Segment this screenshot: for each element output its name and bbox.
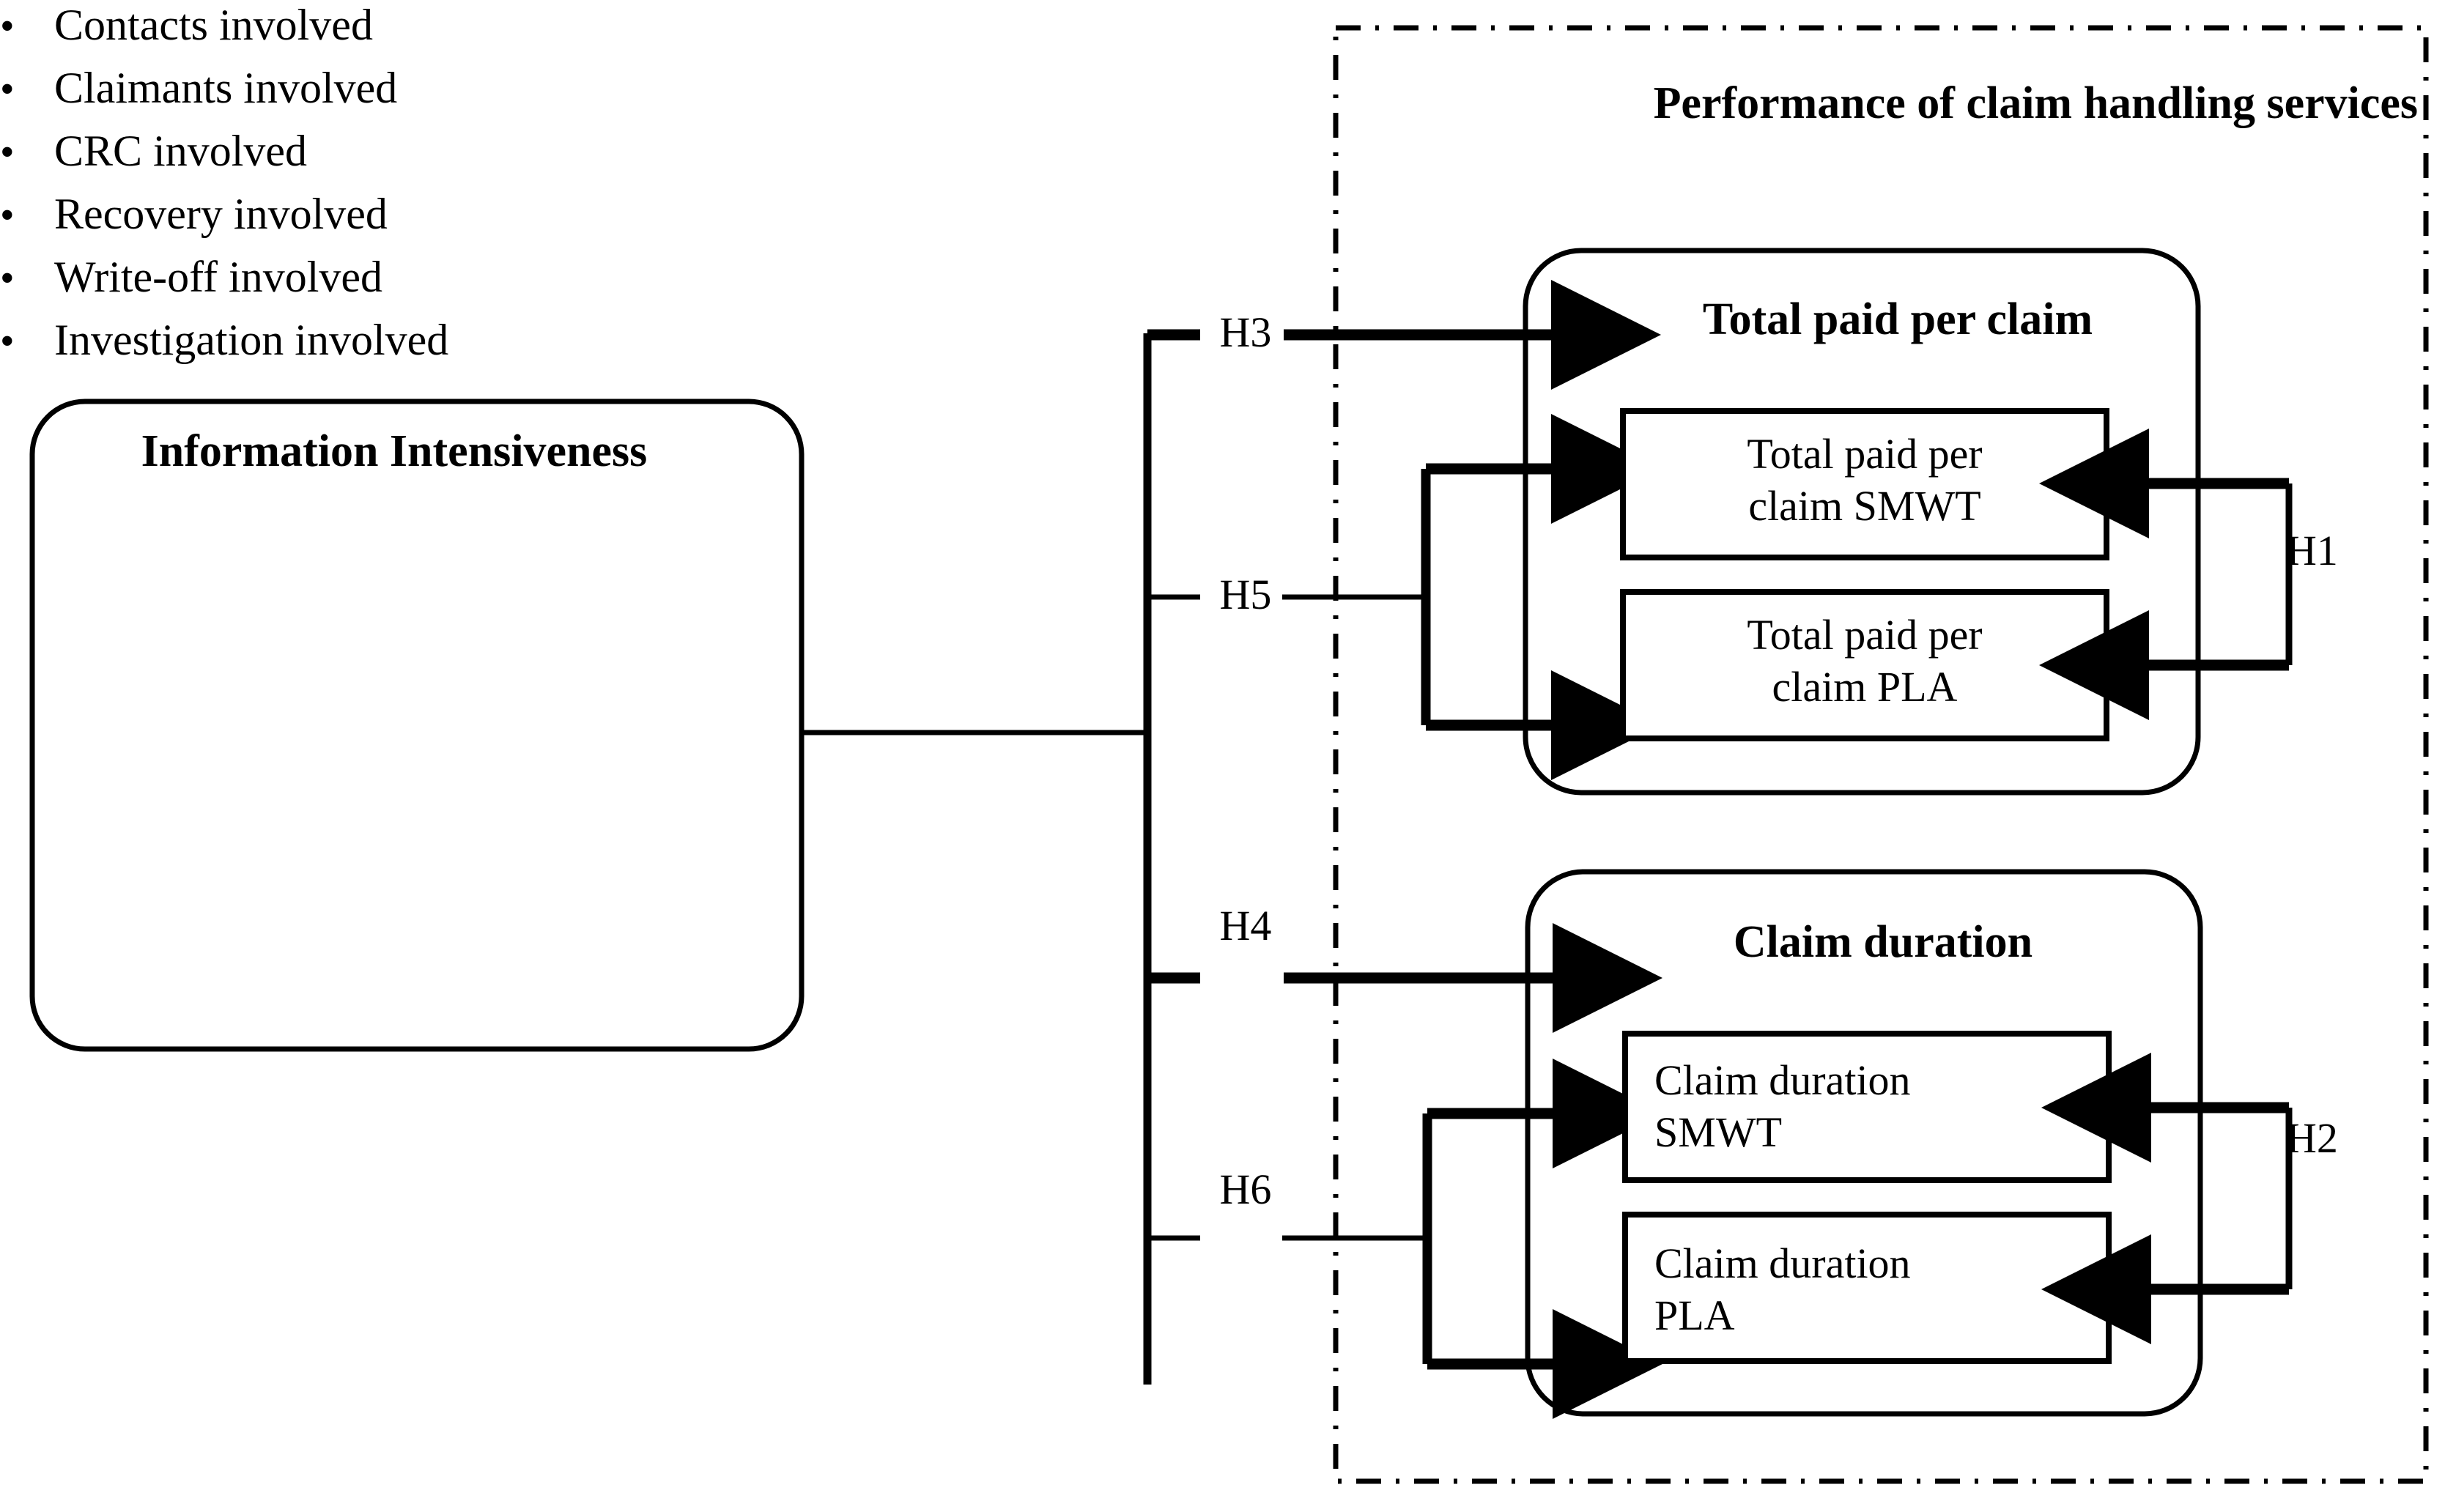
list-item-label: Contacts involved <box>54 1 373 49</box>
list-item-label: CRC involved <box>54 127 308 175</box>
information-intensiveness-list: • Contacts involved • Claimants involved… <box>0 0 645 378</box>
claim-duration-heading: Claim duration <box>1733 917 2033 967</box>
indicator-line-2: claim PLA <box>1772 662 1958 711</box>
list-item: • Claimants involved <box>0 63 645 126</box>
bullet-icon: • <box>0 67 15 112</box>
indicator-line-2: PLA <box>1654 1291 1735 1339</box>
hypothesis-label-h1: H1 <box>2286 527 2338 574</box>
list-item-label: Investigation involved <box>54 316 449 364</box>
indicator-line-1: Total paid per <box>1747 430 1983 478</box>
indicator-line-1: Claim duration <box>1654 1239 1911 1287</box>
list-item: • CRC involved <box>0 126 645 189</box>
indicator-label-total-paid-pla: Total paid per claim PLA <box>1638 609 2092 714</box>
indicator-line-2: SMWT <box>1654 1108 1782 1156</box>
bullet-icon: • <box>0 193 15 238</box>
hypothesis-label-h4: H4 <box>1219 902 1272 949</box>
hypothesis-label-h3: H3 <box>1219 308 1272 356</box>
indicator-label-total-paid-smwt: Total paid per claim SMWT <box>1638 429 2092 533</box>
hypothesis-label-h5: H5 <box>1219 571 1272 618</box>
information-intensiveness-title: Information Intensiveness <box>141 426 648 476</box>
bullet-icon: • <box>0 130 15 175</box>
indicator-line-1: Total paid per <box>1747 611 1983 659</box>
information-intensiveness-box <box>29 399 805 1052</box>
indicator-line-2: claim SMWT <box>1748 481 1981 530</box>
list-item: • Recovery involved <box>0 189 645 252</box>
bullet-icon: • <box>0 319 15 364</box>
bullet-icon: • <box>0 256 15 301</box>
indicator-line-1: Claim duration <box>1654 1056 1911 1104</box>
total-paid-per-claim-heading: Total paid per claim <box>1702 294 2093 344</box>
performance-container-title: Performance of claim handling services <box>1653 78 2418 128</box>
bullet-icon: • <box>0 4 15 49</box>
indicator-label-claim-duration-pla: Claim duration PLA <box>1654 1238 2109 1342</box>
list-item: • Write-off involved <box>0 252 645 315</box>
list-item: • Contacts involved <box>0 0 645 63</box>
list-item-label: Recovery involved <box>54 190 388 238</box>
list-item-label: Claimants involved <box>54 64 398 112</box>
list-item-label: Write-off involved <box>54 253 383 301</box>
hypothesis-label-h6: H6 <box>1219 1166 1272 1213</box>
list-item: • Investigation involved <box>0 315 645 378</box>
hypothesis-label-h2: H2 <box>2286 1114 2338 1162</box>
indicator-label-claim-duration-smwt: Claim duration SMWT <box>1654 1055 2109 1159</box>
